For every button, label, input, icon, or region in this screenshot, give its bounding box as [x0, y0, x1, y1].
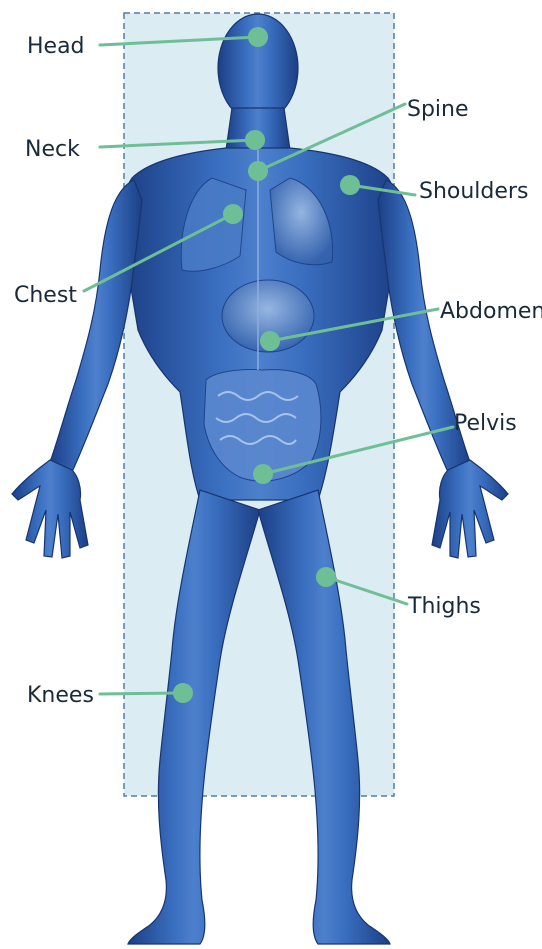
marker-spine[interactable] — [248, 161, 268, 181]
figure-right-hand — [432, 460, 508, 558]
label-knees[interactable]: Knees — [27, 683, 94, 708]
label-thighs[interactable]: Thighs — [407, 594, 481, 619]
marker-abdomen[interactable] — [260, 331, 280, 351]
marker-head[interactable] — [248, 27, 268, 47]
label-pelvis[interactable]: Pelvis — [454, 411, 517, 436]
label-abdomen[interactable]: Abdomen — [440, 299, 542, 324]
marker-chest[interactable] — [223, 204, 243, 224]
label-head[interactable]: Head — [27, 34, 85, 59]
leader-line-knees — [100, 693, 183, 694]
marker-thighs[interactable] — [316, 567, 336, 587]
label-shoulders[interactable]: Shoulders — [419, 179, 528, 204]
figure-left-hand — [12, 460, 88, 558]
label-spine[interactable]: Spine — [407, 97, 469, 122]
marker-pelvis[interactable] — [253, 464, 273, 484]
marker-knees[interactable] — [173, 683, 193, 703]
label-chest[interactable]: Chest — [14, 283, 77, 308]
marker-shoulders[interactable] — [340, 175, 360, 195]
marker-neck[interactable] — [245, 130, 265, 150]
label-neck[interactable]: Neck — [25, 137, 80, 162]
